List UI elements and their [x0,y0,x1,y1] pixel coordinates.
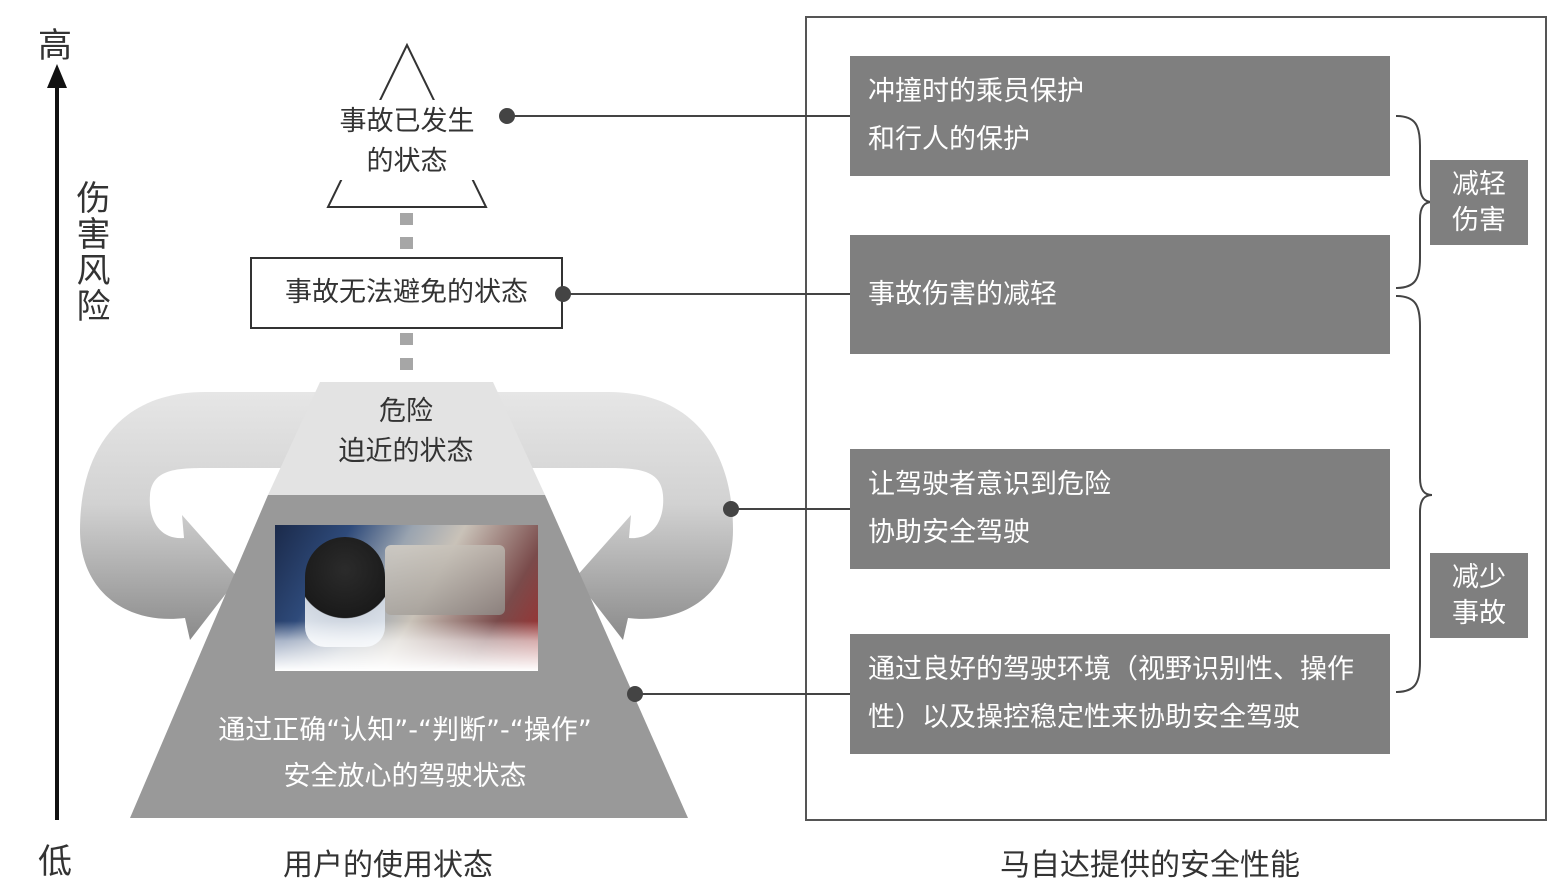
reduce-harm-line-1: 减轻 [1452,168,1506,200]
safe-driving-line-1: 通过正确“认知”-“判断”-“操作” [218,715,592,746]
left-loop-arrow [80,392,320,640]
connector-dot-danger-imminent [723,501,739,517]
triangle-text-mask [330,100,484,180]
brace-reduce-harm [1395,115,1433,289]
axis-risk-label: 伤害风险 [70,180,110,324]
performance-1-line-1: 冲撞时的乘员保护 [868,76,1084,107]
performance-box-danger-awareness: 让驾驶者意识到危险 协助安全驾驶 [850,449,1390,569]
reduce-accidents-line-2: 事故 [1452,597,1506,629]
performance-box-harm-reduction: 事故伤害的减轻 [850,235,1390,354]
reduce-harm-line-2: 伤害 [1452,204,1506,236]
connector-dot-accident-unavoidable [555,286,571,302]
driver-photo [275,525,538,671]
safety-performance-frame [805,16,1547,821]
dashed-connector-upper [400,213,413,249]
reduce-accidents-line-1: 减少 [1452,561,1506,593]
danger-imminent-line-1: 危险 [379,396,433,427]
performance-box-occupant-protection: 冲撞时的乘员保护 和行人的保护 [850,56,1390,176]
danger-imminent-label: 危险 迫近的状态 [306,392,506,472]
connector-dot-accident-occurred [499,108,515,124]
axis-high-label: 高 [38,26,72,66]
accident-occurred-label: 事故已发生 的状态 [317,102,497,182]
axis-low-label: 低 [38,842,72,882]
accident-occurred-line-2: 的状态 [366,146,448,177]
connector-dot-safe-driving [627,686,643,702]
right-loop-arrow [493,392,733,640]
performance-box-driving-environment: 通过良好的驾驶环境（视野识别性、操作 性）以及操控稳定性来协助安全驾驶 [850,634,1390,754]
accident-occurred-line-1: 事故已发生 [339,106,475,137]
performance-2-line-1: 事故伤害的减轻 [868,278,1057,310]
caption-mazda-safety: 马自达提供的安全性能 [1000,848,1300,883]
photo-cloud-fade [275,621,538,671]
accident-unavoidable-label: 事故无法避免的状态 [285,277,528,308]
dashed-connector-lower [400,333,413,370]
category-reduce-accidents: 减少 事故 [1430,553,1528,638]
photo-car-window [385,545,505,615]
connector-lines [507,115,850,695]
accident-unavoidable-box [250,257,563,329]
safe-driving-line-2: 安全放心的驾驶状态 [283,761,527,792]
performance-4-line-2: 性）以及操控稳定性来协助安全驾驶 [868,702,1300,733]
category-reduce-harm: 减轻 伤害 [1430,160,1528,245]
performance-4-line-1: 通过良好的驾驶环境（视野识别性、操作 [868,654,1354,685]
danger-imminent-line-2: 迫近的状态 [338,436,474,467]
performance-3-line-1: 让驾驶者意识到危险 [868,469,1111,500]
performance-3-line-2: 协助安全驾驶 [868,517,1030,548]
safe-driving-label: 通过正确“认知”-“判断”-“操作” 安全放心的驾驶状态 [170,708,640,800]
brace-reduce-accidents [1395,295,1433,693]
caption-user-states: 用户的使用状态 [283,848,493,883]
risk-axis-arrowhead [47,64,67,88]
performance-1-line-2: 和行人的保护 [868,124,1030,155]
danger-imminent-shape [268,382,545,495]
